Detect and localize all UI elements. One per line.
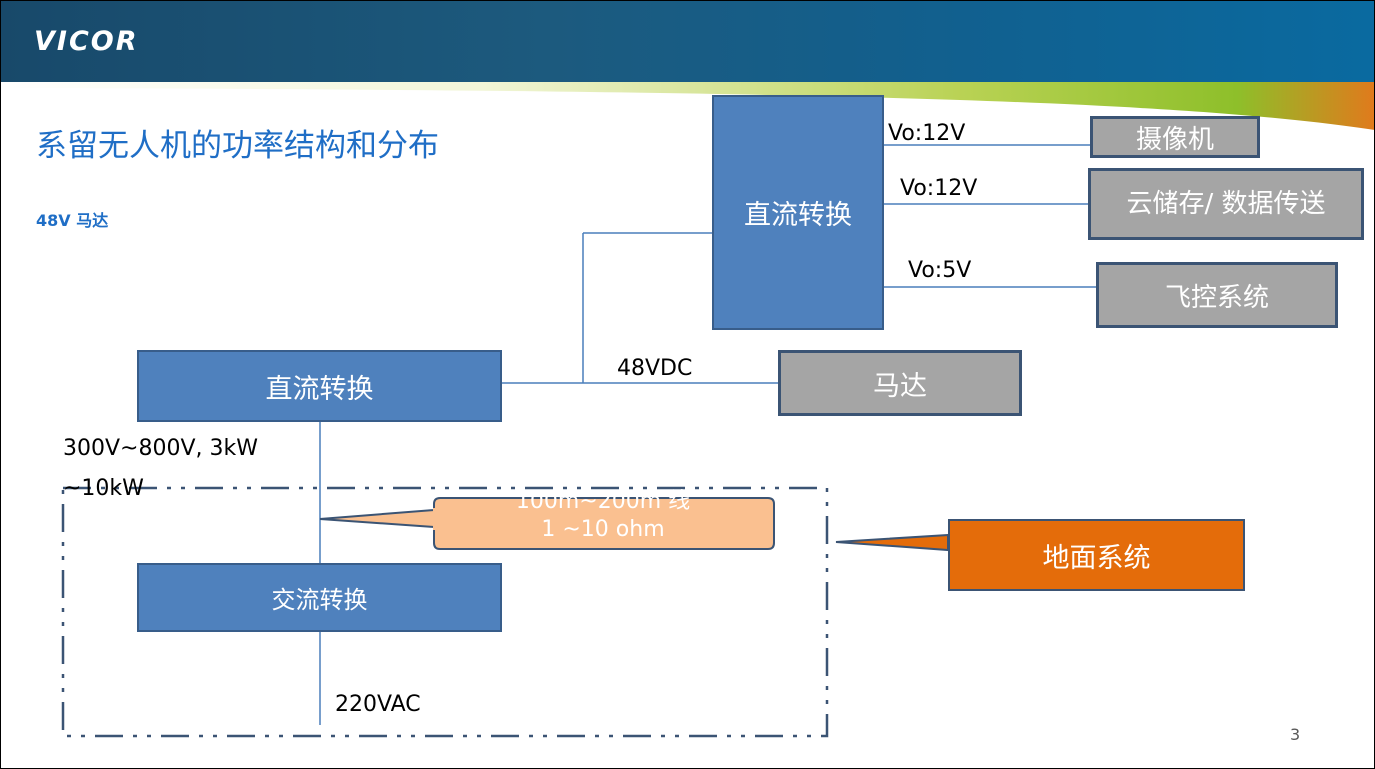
flight-control-box: 飞控系统 (1096, 262, 1338, 328)
vicor-logo: VICOR (34, 26, 139, 57)
hv-tether-label-1: 300V~800V, 3kW (63, 436, 258, 461)
header-bar: VICOR (0, 0, 1375, 82)
vo-flight-label: Vo:5V (908, 258, 972, 283)
motor-box: 马达 (778, 350, 1022, 416)
vo-camera-label: Vo:12V (888, 121, 966, 146)
camera-box: 摄像机 (1090, 116, 1260, 158)
cloud-storage-box: 云储存/ 数据传送 (1088, 168, 1364, 240)
ground-system-box: 地面系统 (948, 519, 1245, 591)
ac-input-label: 220VAC (335, 692, 421, 717)
vo-cloud-label: Vo:12V (900, 176, 978, 201)
cable-resistance-label: 1 ~10 ohm (541, 517, 665, 542)
hv-tether-label-2: ~10kW (63, 476, 144, 501)
cable-callout-text: 100m~200m 线 1 ~10 ohm (432, 488, 774, 548)
slide-title: 系留无人机的功率结构和分布 (36, 128, 439, 164)
page-number: 3 (1290, 725, 1301, 744)
ground-callout-pointer (835, 533, 949, 552)
dc-converter-top: 直流转换 (712, 95, 884, 330)
header-swoosh-decoration (0, 82, 1375, 130)
dc-converter-main: 直流转换 (137, 350, 502, 422)
bus-voltage-label: 48VDC (617, 356, 693, 381)
ground-boundary (61, 486, 829, 738)
ac-converter: 交流转换 (137, 563, 502, 632)
cable-length-label: 100m~200m 线 (515, 489, 691, 514)
slide-subtitle: 48V 马达 (36, 211, 109, 230)
